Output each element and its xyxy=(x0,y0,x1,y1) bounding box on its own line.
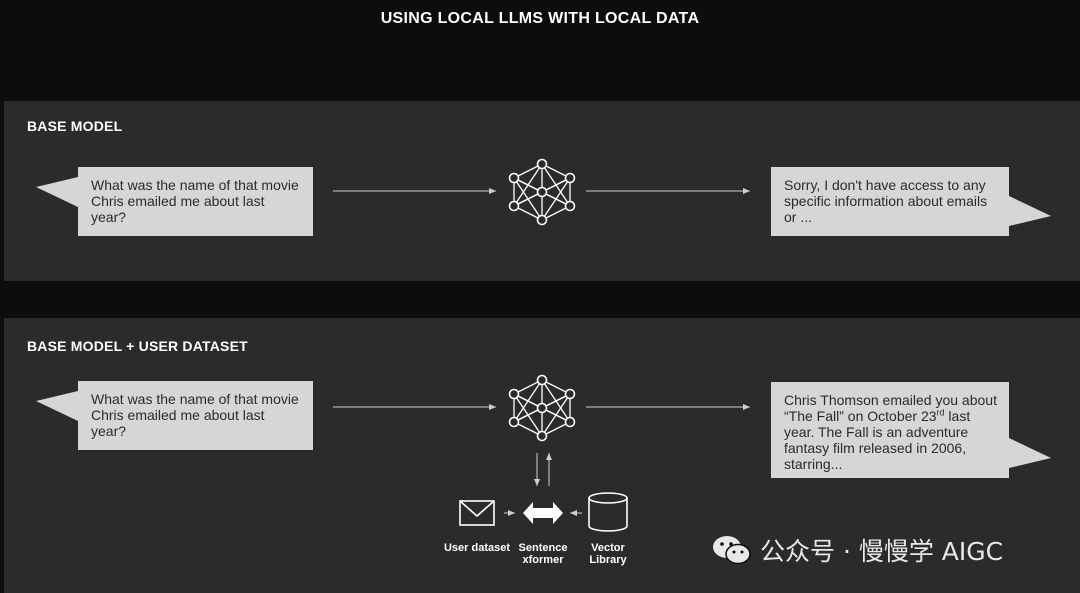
user-dataset-label: User dataset xyxy=(443,542,511,554)
double-arrow-icon xyxy=(523,502,563,524)
page-title: USING LOCAL LLMS WITH LOCAL DATA xyxy=(380,10,700,27)
answer-text-sup: rd xyxy=(936,407,945,418)
sentence-xformer-label: Sentence xformer xyxy=(518,542,568,566)
answer-text-suffix: last year. The Fall is an adventure fant… xyxy=(784,408,971,472)
answer-text: Sorry, I don't have access to any specif… xyxy=(784,177,988,225)
question-text: What was the name of that movie Chris em… xyxy=(91,391,299,439)
watermark: 公众号 · 慢慢学 AIGC xyxy=(712,532,1003,568)
neural-network-icon xyxy=(508,374,576,442)
question-bubble: What was the name of that movie Chris em… xyxy=(36,381,313,450)
base-model-user-dataset-panel: BASE MODEL + USER DATASET What was the n… xyxy=(4,318,1080,593)
vertical-arrows xyxy=(534,453,552,486)
watermark-text: 公众号 · 慢慢学 AIGC xyxy=(760,537,1004,566)
panel-label-base-model: BASE MODEL xyxy=(27,118,123,134)
question-bubble: What was the name of that movie Chris em… xyxy=(36,167,313,236)
question-text: What was the name of that movie Chris em… xyxy=(91,177,299,225)
panel-label-base-model-user-dataset: BASE MODEL + USER DATASET xyxy=(27,338,248,354)
neural-network-icon xyxy=(508,158,576,226)
answer-bubble: Sorry, I don't have access to any specif… xyxy=(771,167,1051,236)
database-icon xyxy=(588,492,628,532)
envelope-icon xyxy=(459,500,495,526)
answer-text-prefix: Chris Thomson emailed you about “The Fal… xyxy=(784,392,997,424)
answer-bubble: Chris Thomson emailed you about “The Fal… xyxy=(771,382,1051,478)
vector-library-label: Vector Library xyxy=(589,542,627,566)
wechat-icon xyxy=(713,536,751,565)
